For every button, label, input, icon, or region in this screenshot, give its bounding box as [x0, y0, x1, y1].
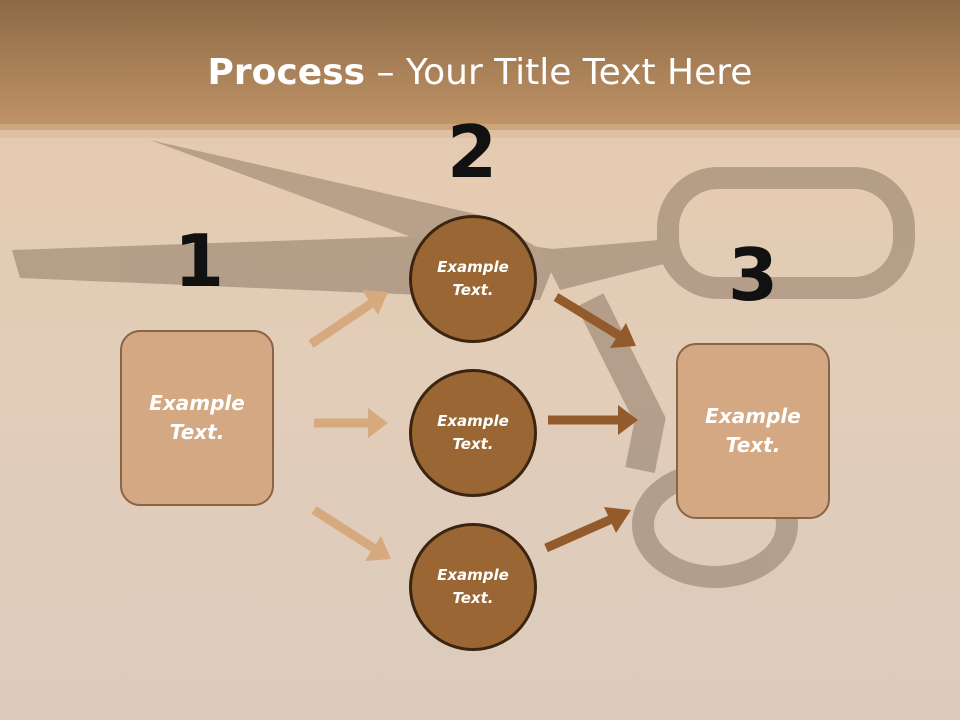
step-1-box: Example Text.: [120, 330, 274, 506]
step-number-2: 2: [446, 110, 498, 194]
title-rest: – Your Title Text Here: [365, 52, 753, 93]
arrow-1-to-bottom: [311, 506, 391, 561]
arrow-1-to-middle: [314, 408, 388, 438]
step-number-3: 3: [727, 233, 779, 317]
step-2-circle-bottom: Example Text.: [409, 523, 537, 651]
step-3-box: Example Text.: [676, 343, 830, 519]
arrow-1-to-top: [308, 290, 388, 348]
arrow-middle-to-3: [548, 405, 638, 435]
arrow-top-to-3: [553, 293, 636, 348]
arrow-bottom-to-3: [544, 507, 631, 553]
step-2-circle-middle: Example Text.: [409, 369, 537, 497]
step-number-1: 1: [173, 219, 225, 303]
step-2-circle-top: Example Text.: [409, 215, 537, 343]
page-title: Process – Your Title Text Here: [0, 52, 960, 93]
title-bold: Process: [207, 52, 366, 93]
